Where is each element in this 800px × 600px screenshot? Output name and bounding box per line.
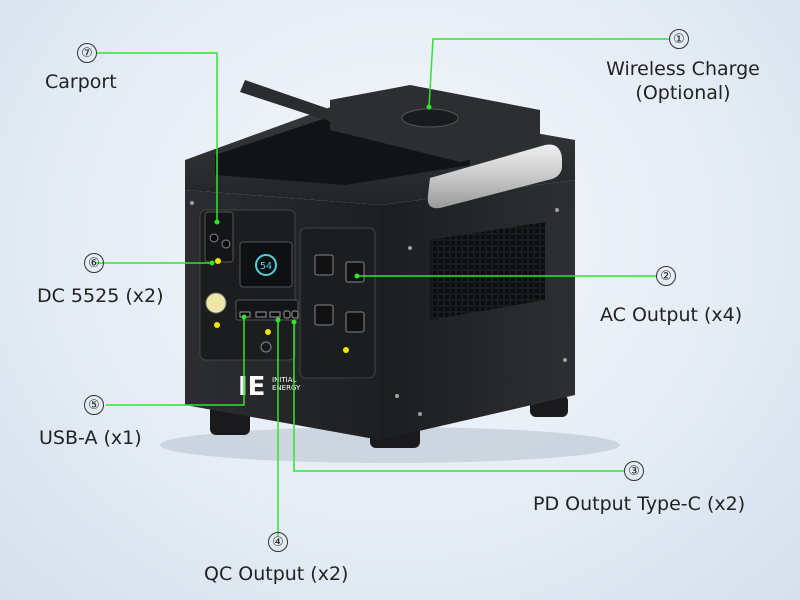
callout-number-1: ①: [669, 29, 689, 49]
power-button: [260, 341, 272, 353]
callout-number-6: ⑥: [84, 253, 104, 273]
dc-port-block: [204, 211, 234, 263]
callout-number-3: ③: [624, 461, 644, 481]
callout-label-5: USB-A (x1): [39, 427, 142, 449]
side-vent: [430, 222, 545, 320]
callout-label-6: DC 5525 (x2): [37, 285, 164, 307]
leader-line-5: [106, 317, 245, 406]
screws: [190, 201, 567, 416]
light-indicator: [214, 322, 220, 328]
callout-label-1: Wireless Charge (Optional): [598, 57, 768, 105]
callout-label-4: QC Output (x2): [204, 563, 349, 585]
usb-port-row: [235, 299, 299, 321]
dc-port: [209, 233, 219, 243]
handle: [427, 144, 562, 209]
dc-port: [221, 239, 231, 249]
callout-label-3: PD Output Type-C (x2): [533, 493, 746, 515]
leader-line-3: [293, 322, 624, 472]
brand-text: INITIAL: [272, 376, 296, 384]
leader-line-7: [97, 52, 218, 222]
brand-logo: IE: [238, 372, 265, 402]
callout-number-2: ②: [656, 266, 676, 286]
pd-port: [283, 310, 291, 319]
usb-indicator: [265, 329, 271, 335]
ac-outlet: [314, 254, 365, 333]
callout-label-1-line1: Wireless Charge: [606, 58, 760, 80]
carport-lid: [240, 80, 355, 128]
callout-label-1-line2: (Optional): [635, 82, 731, 104]
dc-indicator: [215, 258, 221, 264]
pd-port: [291, 310, 299, 319]
callout-label-2: AC Output (x4): [600, 304, 743, 326]
light-button: [205, 292, 227, 314]
leader-line-1: [428, 38, 669, 108]
ac-panel: [299, 227, 376, 379]
lcd-value: 54: [260, 261, 272, 272]
callout-number-7: ⑦: [77, 43, 97, 63]
lcd-display: [239, 241, 293, 288]
callout-label-7: Carport: [45, 71, 117, 93]
callout-number-4: ④: [268, 532, 288, 552]
leader-lines: [96, 38, 669, 536]
ac-indicator: [343, 347, 349, 353]
qc-port: [269, 311, 281, 318]
leader-dots: [209, 104, 432, 325]
wireless-pad: [401, 108, 459, 128]
lcd-ring: [255, 254, 277, 276]
qc-port: [255, 311, 267, 318]
callout-number-5: ⑤: [84, 395, 104, 415]
brand-text: ENERGY: [272, 384, 301, 392]
